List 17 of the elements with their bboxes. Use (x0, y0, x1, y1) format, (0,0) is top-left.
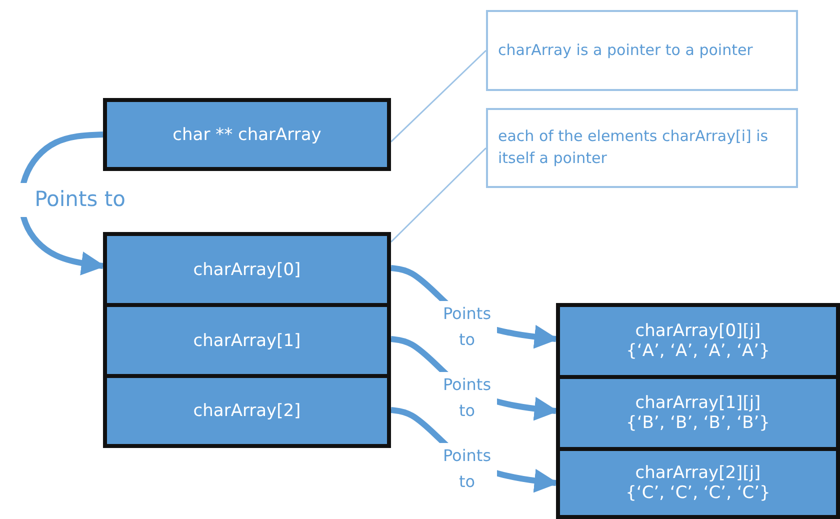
cell-text: charArray[2][j] (635, 463, 761, 483)
note-text: charArray is a pointer to a pointer (498, 40, 754, 61)
cell-text: charArray[1] (193, 330, 301, 350)
cell-text: charArray[1][j] (635, 393, 761, 413)
memory-cell-box (103, 98, 391, 171)
cell-text: {‘C’, ‘C’, ‘C’, ‘C’} (626, 483, 770, 503)
leader-line (390, 147, 487, 243)
callout-box (486, 10, 798, 91)
note-text: each of the elements charArray[i] is itself a pointer (498, 126, 770, 169)
cell-text: charArray[2] (193, 401, 301, 421)
callout-box (486, 108, 798, 188)
cell-text: {‘B’, ‘B’, ‘B’, ‘B’} (626, 413, 770, 433)
cell-text: charArray[0][j] (635, 321, 761, 341)
cell-text: {‘A’, ‘A’, ‘A’, ‘A’} (626, 341, 770, 361)
leader-line (390, 50, 487, 142)
cell-text: charArray[0] (193, 260, 301, 280)
cell-text: char ** charArray (172, 124, 322, 144)
